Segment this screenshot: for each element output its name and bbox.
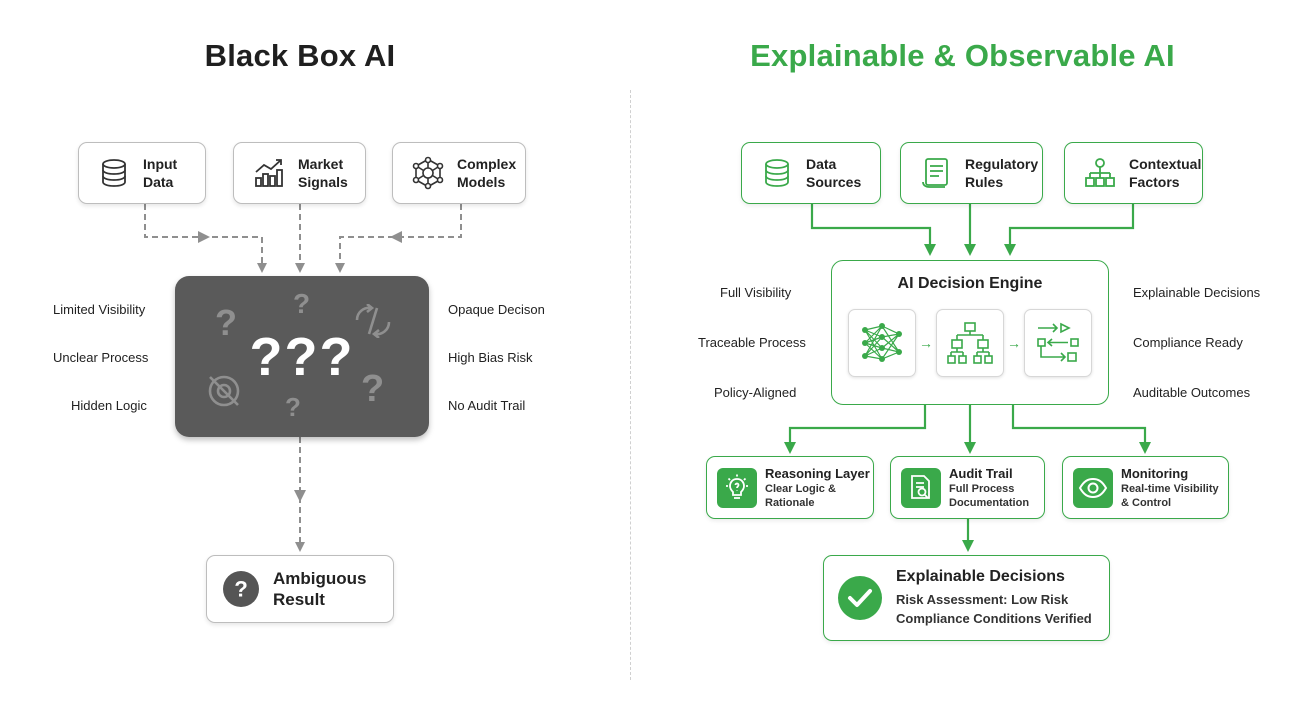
question-icon: ? (293, 288, 311, 319)
input-data-box: Input Data (78, 142, 206, 204)
arrow-monitoring (1011, 405, 1151, 454)
contextual-factors-label: Contextual Factors (1129, 156, 1202, 190)
complex-models-box: Complex Models (392, 142, 526, 204)
ambiguous-result-box: ? Ambiguous Result (206, 555, 394, 623)
network-icon (412, 156, 444, 190)
decision-tree-icon (947, 322, 993, 364)
section-divider (630, 90, 631, 680)
eye-icon (1078, 477, 1108, 498)
document-icon (922, 158, 948, 188)
unclear-process-label: Unclear Process (53, 350, 149, 365)
hidden-logic-label: Hidden Logic (71, 398, 147, 413)
chart-icon (255, 159, 283, 187)
monitoring-subtitle: Real-time Visibility & Control (1121, 482, 1219, 509)
question-marks-text: ??? (249, 327, 355, 387)
audit-trail-box: Audit Trail Full Process Documentation (890, 456, 1045, 519)
market-signals-box: Market Signals (233, 142, 366, 204)
opaque-decision-label: Opaque Decison (448, 302, 545, 317)
ambiguous-result-label: Ambiguous Result (273, 569, 367, 609)
lightbulb-icon (726, 474, 748, 499)
regulatory-rules-box: Regulatory Rules (900, 142, 1043, 204)
traceable-process-label: Traceable Process (698, 335, 806, 350)
question-circle-icon: ? (223, 571, 259, 607)
data-sources-box: Data Sources (741, 142, 881, 204)
explainable-decisions-side-label: Explainable Decisions (1133, 285, 1261, 300)
broken-sync-icon (355, 304, 391, 338)
reasoning-layer-title: Reasoning Layer (765, 465, 870, 481)
neural-network-icon (862, 323, 902, 362)
check-circle-icon (838, 576, 882, 620)
input-data-label: Input Data (143, 156, 178, 190)
svg-text:?: ? (234, 576, 248, 601)
process-flow-icon (1037, 322, 1079, 362)
risk-assessment-text: Risk Assessment: Low Risk (896, 592, 1069, 607)
black-box-title: Black Box AI (204, 38, 396, 73)
monitoring-icon-bg (1073, 467, 1113, 508)
question-icon: ? (361, 368, 385, 410)
contextual-factors-box: Contextual Factors (1064, 142, 1203, 204)
eye-off-icon (208, 375, 240, 407)
database-icon (765, 159, 789, 187)
engine-title: AI Decision Engine (897, 275, 1043, 292)
no-audit-trail-label: No Audit Trail (448, 398, 526, 413)
decision-tree-tile (936, 309, 1004, 377)
reasoning-icon-bg (717, 467, 757, 508)
database-icon (102, 159, 126, 187)
reasoning-layer-subtitle: Clear Logic & Rationale (765, 482, 836, 509)
arrow-data-sources (810, 204, 936, 256)
explainable-decisions-box: Explainable Decisions Risk Assessment: L… (823, 555, 1110, 641)
final-title: Explainable Decisions (896, 568, 1065, 585)
tile-arrow-icon: → (919, 335, 933, 351)
process-flow-tile (1024, 309, 1092, 377)
hierarchy-icon (1085, 158, 1115, 187)
complex-models-label: Complex Models (457, 156, 517, 190)
high-bias-risk-label: High Bias Risk (448, 350, 533, 365)
limited-visibility-label: Limited Visibility (53, 302, 146, 317)
explainable-title: Explainable & Observable AI (750, 38, 1175, 73)
arrow-reasoning-layer (784, 405, 927, 454)
question-icon: ? (215, 302, 237, 343)
reasoning-layer-box: Reasoning Layer Clear Logic & Rationale (706, 456, 874, 519)
auditable-outcomes-label: Auditable Outcomes (1133, 385, 1251, 400)
full-visibility-label: Full Visibility (720, 285, 792, 300)
tile-arrow-icon: → (1007, 335, 1021, 351)
document-search-icon (911, 474, 930, 499)
regulatory-rules-label: Regulatory Rules (965, 156, 1039, 190)
arrow-contextual-factors (1004, 204, 1135, 256)
black-box: ??? ? ? ? ? (175, 276, 429, 437)
compliance-verified-text: Compliance Conditions Verified (896, 611, 1092, 626)
audit-trail-subtitle: Full Process Documentation (949, 482, 1030, 509)
neural-network-tile (848, 309, 916, 377)
audit-icon-bg (901, 467, 941, 508)
policy-aligned-label: Policy-Aligned (714, 385, 797, 400)
market-signals-label: Market Signals (298, 156, 348, 190)
question-icon: ? (285, 392, 301, 422)
monitoring-title: Monitoring (1121, 465, 1189, 481)
compliance-ready-label: Compliance Ready (1133, 335, 1243, 350)
ai-decision-engine: AI Decision Engine → (831, 260, 1109, 405)
monitoring-box: Monitoring Real-time Visibility & Contro… (1062, 456, 1229, 519)
audit-trail-title: Audit Trail (949, 465, 1013, 481)
data-sources-label: Data Sources (806, 156, 862, 190)
